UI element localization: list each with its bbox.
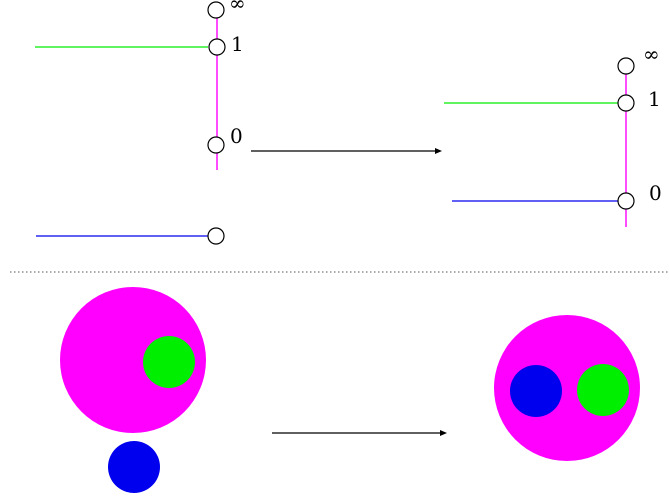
top-left-configuration: ∞ 1 0: [35, 0, 246, 245]
bottom-left-disks: [60, 287, 206, 493]
point-infinity-right: [617, 57, 635, 75]
point-blue-end-left: [207, 227, 225, 245]
blue-disk-right: [510, 365, 562, 417]
blue-disk-left: [108, 441, 160, 493]
label-zero-left: 0: [230, 124, 243, 148]
label-infinity-left: ∞: [229, 0, 246, 15]
label-infinity-right: ∞: [643, 42, 660, 66]
top-right-configuration: ∞ 1 0: [444, 42, 662, 227]
bottom-arrow: [272, 430, 447, 436]
green-disk-right: [577, 364, 629, 416]
magenta-disk-right: [494, 315, 640, 461]
point-one-left: [208, 38, 226, 56]
label-zero-right: 0: [649, 181, 662, 205]
label-one-left: 1: [231, 32, 244, 56]
label-one-right: 1: [648, 87, 661, 111]
green-disk-left: [143, 336, 195, 388]
point-infinity-left: [207, 1, 225, 19]
top-arrow: [251, 148, 442, 154]
bottom-right-disks: [494, 315, 640, 461]
magenta-disk-left: [60, 287, 206, 433]
point-zero-left: [207, 136, 225, 154]
point-one-right: [617, 94, 635, 112]
point-zero-right: [617, 192, 635, 210]
